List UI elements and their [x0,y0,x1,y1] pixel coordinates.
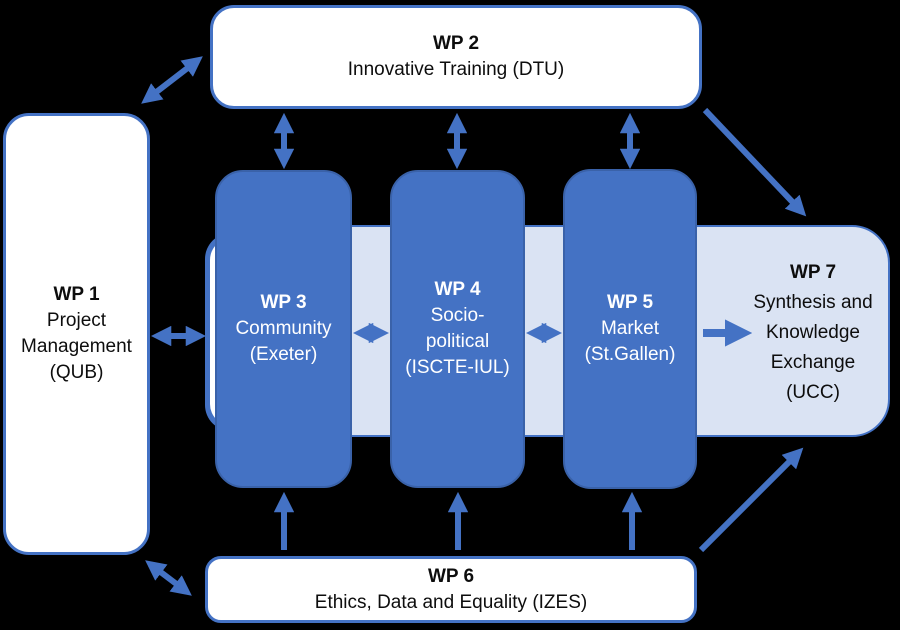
wp4-line: political [425,331,490,352]
wp6-title: WP 6 [427,565,475,587]
wp1-line: (QUB) [49,362,104,383]
wp1-line: Management [21,336,132,357]
wp3-title: WP 3 [260,292,307,313]
wp1-line: Project [46,310,107,331]
wp2-subtitle: Innovative Training (DTU) [347,59,565,80]
wp3-box: WP 3 Community (Exeter) [215,170,352,488]
wp2-box: WP 2 Innovative Training (DTU) [210,5,702,109]
wp1-box: WP 1 Project Management (QUB) [3,113,150,555]
arrow-wp1-wp2 [141,56,203,104]
wp7-line: Synthesis and [753,292,873,313]
wp4-title: WP 4 [434,279,481,300]
wp5-box: WP 5 Market (St.Gallen) [563,169,697,489]
wp5-line: (St.Gallen) [584,344,676,365]
wp7-label-block: WP 7 Synthesis and Knowledge Exchange (U… [723,258,900,408]
wp5-line: Market [600,318,660,339]
wp7-title: WP 7 [789,262,837,283]
wp3-line: Community [235,318,332,339]
arrow-wp1-wp6 [145,560,192,596]
wp1-title: WP 1 [53,284,100,305]
wp6-box: WP 6 Ethics, Data and Equality (IZES) [205,556,697,623]
wp7-line: Exchange [770,352,856,373]
arrow-wp6-wp7 [698,447,804,553]
wp2-title: WP 2 [432,33,480,54]
wp4-line: (ISCTE-IUL) [405,357,510,378]
wp4-line: Socio- [430,305,485,326]
wp4-box: WP 4 Socio- political (ISCTE-IUL) [390,170,525,488]
wp5-title: WP 5 [606,292,654,313]
wp3-line: (Exeter) [249,344,318,365]
wp7-line: (UCC) [786,382,840,403]
wp6-subtitle: Ethics, Data and Equality (IZES) [314,591,588,613]
wp7-line: Knowledge [765,322,861,343]
arrow-wp2-wp7 [702,107,807,217]
